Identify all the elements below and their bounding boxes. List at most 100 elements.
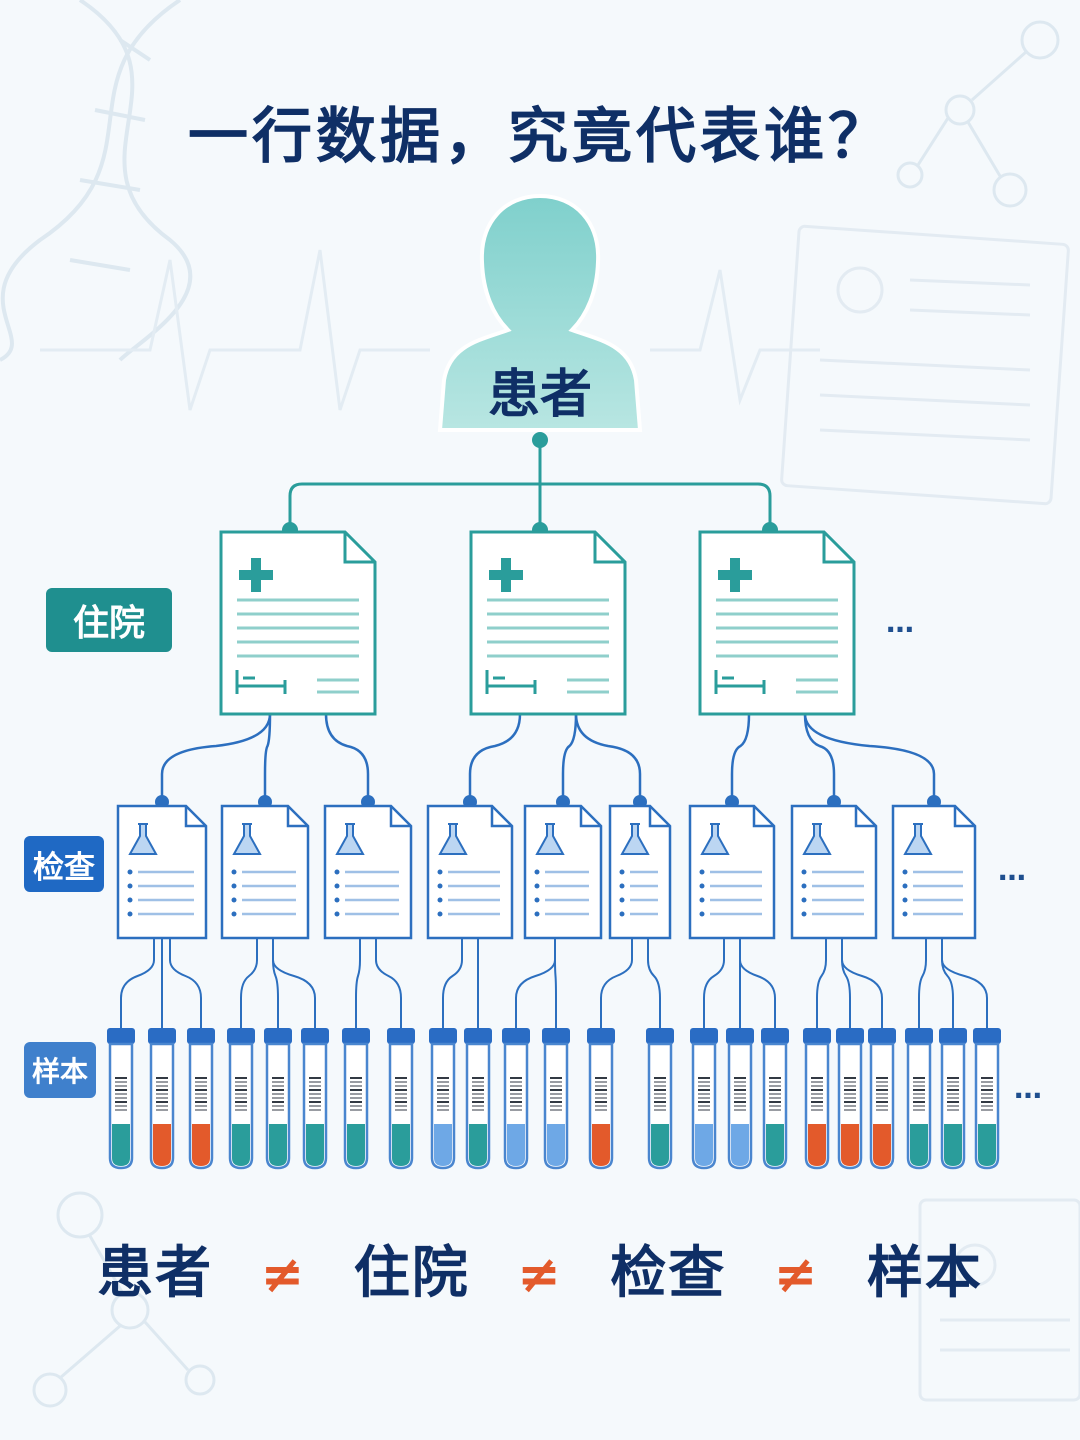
bed-icon	[485, 670, 537, 694]
tube-liquid	[695, 1124, 713, 1166]
medical-cross-icon	[718, 558, 752, 592]
examination-document	[116, 804, 208, 940]
sample-tube	[464, 1028, 492, 1170]
connector-line	[803, 713, 836, 802]
level-label-sample: 样本	[24, 1042, 96, 1098]
sample-tube	[342, 1028, 370, 1170]
bullet-dot	[801, 911, 807, 917]
flask-icon	[620, 823, 650, 855]
bullet-dot	[619, 883, 625, 889]
connector-line	[324, 713, 370, 802]
sample-tube	[227, 1028, 255, 1170]
not-equal-sign: ≠	[773, 1245, 820, 1305]
tube-cap	[973, 1028, 1001, 1044]
connector-line	[730, 713, 751, 802]
bullet-dot	[699, 897, 705, 903]
connector-line	[554, 938, 557, 1028]
tube-cap	[761, 1028, 789, 1044]
molecule-icon	[32, 1191, 216, 1408]
tube-cap	[107, 1028, 135, 1044]
connector-line	[703, 938, 725, 1028]
tube-liquid	[269, 1124, 287, 1166]
examination-document	[426, 804, 514, 940]
not-equal-sign: ≠	[260, 1245, 307, 1305]
tube-liquid	[841, 1124, 859, 1166]
connector-line	[918, 938, 927, 1028]
connector-line	[272, 938, 316, 1028]
bullet-dot	[699, 869, 705, 875]
bullet-dot	[534, 911, 540, 917]
bullet-dot	[801, 869, 807, 875]
bed-icon	[714, 670, 766, 694]
bullet-dot	[334, 911, 340, 917]
statement-item-hospitalization: 住院	[353, 1241, 470, 1306]
statement-item-examination: 检查	[610, 1241, 727, 1306]
bullet-dot	[619, 911, 625, 917]
sample-tube	[387, 1028, 415, 1170]
examination-document	[688, 804, 776, 940]
document-fold	[579, 806, 601, 828]
sample-tube	[690, 1028, 718, 1170]
flask-icon	[232, 823, 262, 855]
hospitalization-more-ellipsis: …	[886, 606, 917, 639]
flask-icon	[903, 823, 933, 855]
bullet-dot	[902, 869, 908, 875]
tube-liquid	[978, 1124, 996, 1166]
flask-icon	[535, 823, 565, 855]
connector-line	[263, 713, 272, 802]
tube-liquid	[306, 1124, 324, 1166]
tube-cap	[690, 1028, 718, 1044]
connector-line	[120, 938, 155, 1028]
ellipsis-text: …	[886, 606, 917, 639]
bullet-dot	[334, 869, 340, 875]
sample-tube	[761, 1028, 789, 1170]
sample-tube	[542, 1028, 570, 1170]
bullet-dot	[437, 911, 443, 917]
sample-tube	[905, 1028, 933, 1170]
ellipsis-text: …	[998, 854, 1029, 887]
molecule-icon	[896, 20, 1060, 208]
tube-liquid	[731, 1124, 749, 1166]
examination-document	[608, 804, 672, 940]
connector-line	[816, 938, 827, 1028]
bullet-dot	[231, 897, 237, 903]
connector-line	[169, 938, 202, 1028]
connector-line	[647, 938, 661, 1028]
sample-tube	[836, 1028, 864, 1170]
patient-silhouette-icon	[437, 193, 643, 432]
flask-icon	[700, 823, 730, 855]
tube-cap	[429, 1028, 457, 1044]
document-fold	[822, 532, 854, 564]
sample-tube	[646, 1028, 674, 1170]
statement-item-patient: 患者	[97, 1241, 214, 1306]
tube-cap	[542, 1028, 570, 1044]
document-fold	[184, 806, 206, 828]
connector-line	[240, 938, 258, 1028]
bullet-dot	[619, 897, 625, 903]
connector-line	[468, 713, 522, 802]
sample-tube	[726, 1028, 754, 1170]
flask-icon	[438, 823, 468, 855]
examination-document	[323, 804, 413, 940]
bullet-dot	[437, 883, 443, 889]
ellipsis-text: …	[1014, 1072, 1045, 1105]
hospitalization-document	[219, 530, 377, 716]
bullet-dot	[437, 869, 443, 875]
examination-document	[523, 804, 603, 940]
connector-line	[288, 482, 772, 530]
connector-line	[574, 713, 642, 802]
sample-tube	[187, 1028, 215, 1170]
bullet-dot	[902, 911, 908, 917]
bullet-dot	[231, 911, 237, 917]
heartbeat-line-decoration	[40, 249, 820, 411]
document-fold	[953, 806, 975, 828]
bullet-dot	[534, 869, 540, 875]
sample-tube	[301, 1028, 329, 1170]
tube-cap	[905, 1028, 933, 1044]
bullet-dot	[699, 911, 705, 917]
tube-cap	[587, 1028, 615, 1044]
tube-cap	[868, 1028, 896, 1044]
bullet-dot	[231, 869, 237, 875]
